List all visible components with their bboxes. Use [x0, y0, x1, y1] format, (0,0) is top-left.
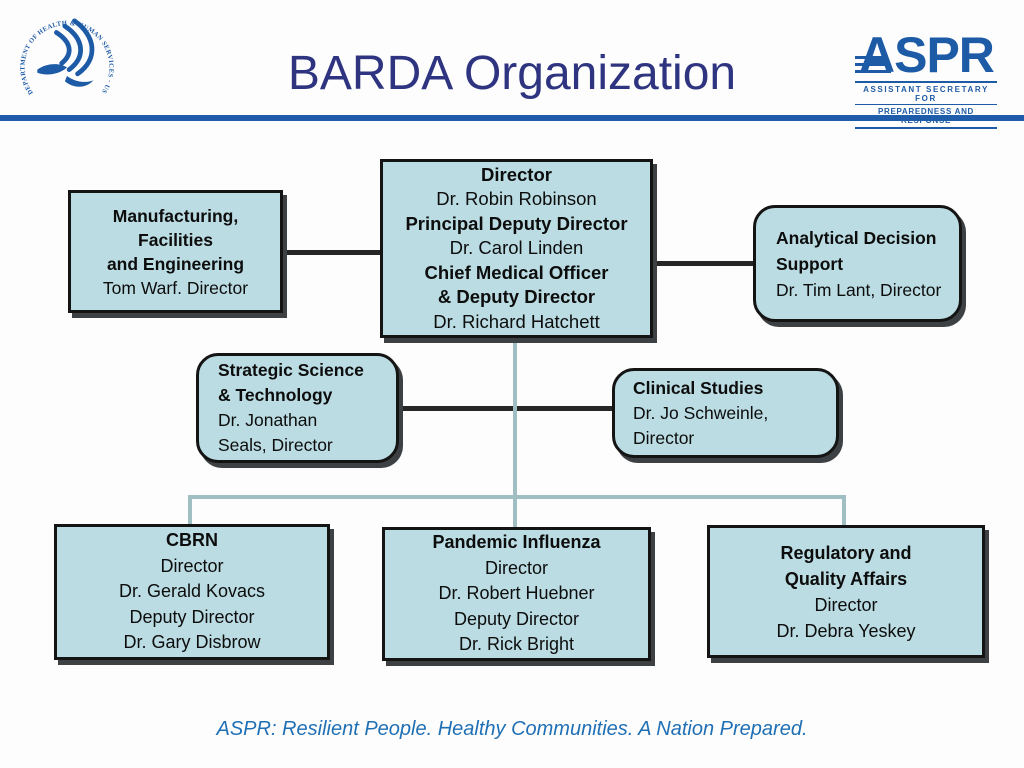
- aspr-tagline: ASPR: Resilient People. Healthy Communit…: [216, 718, 808, 740]
- aspr-subtitle-line1: ASSISTANT SECRETARY FOR: [855, 83, 997, 105]
- org-box-line: Dr. Carol Linden: [449, 237, 584, 259]
- org-box-line: Chief Medical Officer: [424, 261, 609, 283]
- page-title: BARDA Organization: [287, 47, 737, 100]
- connector-director-analytical: [653, 261, 753, 266]
- org-box-line: Dr. Richard Hatchett: [433, 310, 600, 332]
- org-box-line: Dr. Rick Bright: [458, 634, 575, 655]
- connector-drop-pandemic: [513, 495, 517, 528]
- org-box-line: Director: [814, 594, 878, 615]
- org-box-line: Dr. Jonathan: [218, 410, 318, 430]
- org-box-line: Director: [481, 163, 552, 185]
- org-box-line: Regulatory and: [780, 542, 912, 563]
- org-box-line: Facilities: [138, 229, 213, 250]
- org-box-line: Manufacturing,: [112, 205, 239, 226]
- org-box-line: Dr. Robin Robinson: [436, 188, 597, 210]
- org-box-line: Dr. Jo Schweinle,: [633, 402, 769, 423]
- connector-bottom-horizontal: [188, 495, 846, 499]
- org-box-line: and Engineering: [106, 253, 245, 274]
- connector-manufacturing-director: [283, 250, 380, 255]
- connector-drop-cbrn: [188, 495, 192, 525]
- hhs-eagle-icon: [37, 18, 95, 87]
- connector-drop-regulatory: [842, 495, 846, 526]
- org-box-line: Deputy Director: [453, 608, 580, 629]
- org-box-line: Strategic Science: [218, 360, 364, 380]
- org-box-line: Dr. Gary Disbrow: [123, 632, 261, 653]
- org-box-line: Support: [776, 253, 844, 274]
- org-box-line: Principal Deputy Director: [405, 212, 628, 234]
- org-box-line: Seals, Director: [218, 435, 333, 455]
- hhs-department-seal-logo: DEPARTMENT OF HEALTH & HUMAN SERVICES · …: [14, 6, 114, 96]
- org-box-line: Director: [633, 427, 695, 448]
- org-box-line: Dr. Debra Yeskey: [776, 620, 916, 641]
- org-box-line: Quality Affairs: [784, 568, 908, 589]
- org-box-line: Analytical Decision: [776, 227, 937, 248]
- org-box-line: & Technology: [218, 385, 333, 405]
- org-box-line: CBRN: [166, 530, 218, 551]
- org-box-line: Pandemic Influenza: [432, 532, 601, 553]
- connector-director-vertical: [513, 338, 517, 498]
- org-box-line: Director: [160, 555, 224, 576]
- org-box-line: Dr. Robert Huebner: [438, 583, 595, 604]
- org-box-line: & Deputy Director: [437, 286, 596, 308]
- header-divider-rule: [0, 115, 1024, 121]
- org-box-line: Dr. Gerald Kovacs: [118, 581, 266, 602]
- aspr-subtitle: ASSISTANT SECRETARY FOR PREPAREDNESS AND…: [855, 81, 997, 129]
- org-box-line: Tom Warf. Director: [102, 277, 249, 298]
- org-box-line: Dr. Tim Lant, Director: [776, 279, 942, 300]
- org-box-line: Deputy Director: [129, 606, 255, 627]
- org-box-line: Clinical Studies: [633, 377, 764, 398]
- connector-strategic-clinical: [399, 406, 612, 411]
- org-box-line: Director: [484, 557, 548, 578]
